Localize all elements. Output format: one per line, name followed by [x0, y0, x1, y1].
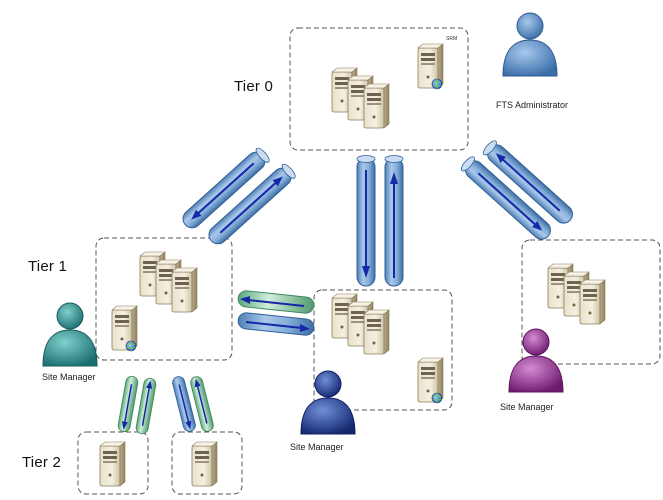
pipe-tier0-to-tier1-center-b: [384, 155, 404, 287]
tier1-left-srm-server-icon: [112, 306, 137, 351]
tier1-center-srm-server-icon: [418, 358, 443, 403]
tier2-left-server-icon: [99, 441, 126, 487]
srm-tag: SRM: [446, 36, 458, 42]
tier2-site-box-left: [77, 431, 149, 495]
tier1-site-box-right: [521, 239, 661, 365]
tier0-server-cluster-icon: [332, 68, 389, 128]
site-manager-left-person-icon: [42, 302, 98, 367]
tier2-right-server-icon: [191, 441, 218, 487]
tier0-site-box: [289, 27, 469, 151]
pipe-tier1-left-to-center-blue: [237, 312, 315, 336]
tier1-left-server-cluster-icon: [140, 252, 197, 312]
pipe-tier0-to-tier1-left-a: [182, 147, 270, 229]
tier1-center-server-cluster-icon: [332, 294, 389, 354]
fts-administrator-label: FTS Administrator: [496, 100, 569, 110]
tier0-label: Tier 0: [234, 78, 273, 95]
pipe-tier0-to-tier1-right-b: [482, 140, 573, 224]
fts-administrator-person-icon: [502, 12, 558, 77]
site-manager-center-person-icon: [300, 370, 356, 435]
tier1-site-box-center: [313, 289, 453, 411]
tier1-label: Tier 1: [28, 258, 67, 275]
site-manager-right-label: Site Manager: [500, 402, 554, 412]
tier1-right-server-cluster-icon: [548, 264, 605, 324]
tier1-site-box-left: [95, 237, 233, 361]
pipe-tier1-to-tier2-left-a: [117, 375, 139, 433]
site-manager-right-person-icon: [508, 328, 564, 393]
tier2-site-box-right: [171, 431, 243, 495]
tier2-label: Tier 2: [22, 454, 61, 471]
pipe-tier0-to-tier1-left-b: [208, 163, 296, 245]
pipe-tier1-to-tier2-right-b: [190, 376, 214, 432]
pipe-tier0-to-tier1-center-a: [356, 155, 376, 287]
tier0-srm-server-icon: [418, 44, 443, 89]
site-manager-left-label: Site Manager: [42, 372, 96, 382]
site-manager-center-label: Site Manager: [290, 442, 344, 452]
pipe-tier1-to-tier2-left-b: [135, 377, 157, 435]
pipe-tier0-to-tier1-right-a: [460, 156, 551, 240]
pipe-tier1-to-tier2-right-a: [172, 376, 196, 432]
pipe-tier1-left-to-center-green: [237, 290, 315, 314]
